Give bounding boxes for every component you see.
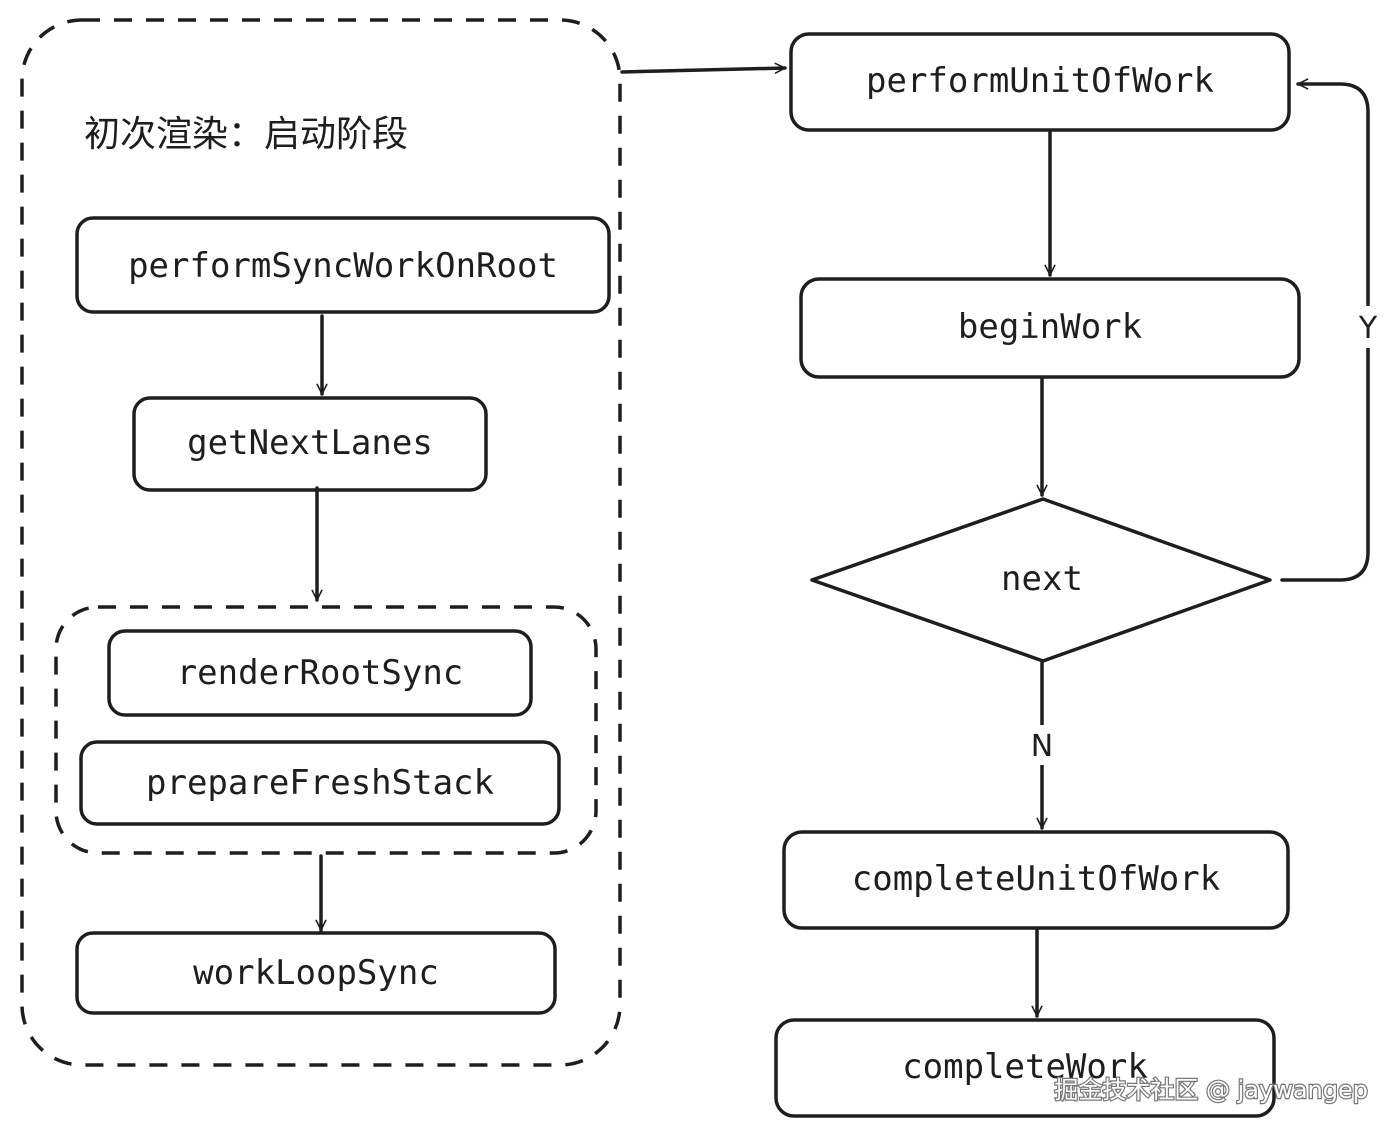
svg-text:workLoopSync: workLoopSync — [193, 953, 439, 993]
svg-text:performUnitOfWork: performUnitOfWork — [866, 61, 1214, 101]
node-complete-work: completeWork — [774, 1018, 1276, 1118]
edge-label-yes: Y — [1358, 311, 1378, 346]
node-perform-unit-of-work: performUnitOfWork — [789, 32, 1291, 132]
svg-text:renderRootSync: renderRootSync — [177, 653, 464, 693]
arrow-group-to-perform-unit-of-work — [620, 62, 787, 74]
node-begin-work: beginWork — [799, 277, 1301, 379]
edge-label-no: N — [1031, 729, 1053, 764]
svg-text:completeWork: completeWork — [902, 1047, 1148, 1087]
startup-phase-group — [20, 18, 622, 1067]
svg-text:getNextLanes: getNextLanes — [187, 423, 433, 463]
node-get-next-lanes: getNextLanes — [132, 396, 488, 492]
watermark: 掘金技术社区 @ jaywangep — [1054, 1076, 1368, 1104]
svg-text:beginWork: beginWork — [958, 307, 1142, 347]
render-root-group — [54, 605, 598, 855]
group-title: 初次渲染：启动阶段 — [84, 114, 408, 155]
node-complete-unit-of-work: completeUnitOfWork — [782, 830, 1290, 930]
edge-label-yes-bg — [1352, 306, 1384, 348]
svg-text:completeUnitOfWork: completeUnitOfWork — [852, 859, 1220, 899]
svg-text:prepareFreshStack: prepareFreshStack — [146, 763, 494, 803]
node-render-root-sync: renderRootSync — [107, 629, 533, 717]
node-work-loop-sync: workLoopSync — [75, 931, 557, 1015]
node-perform-sync-work-on-root: performSyncWorkOnRoot — [75, 216, 611, 314]
node-prepare-fresh-stack: prepareFreshStack — [79, 740, 561, 826]
svg-text:next: next — [1001, 559, 1083, 599]
decision-next: next — [810, 497, 1272, 663]
edge-label-no-bg — [1026, 725, 1058, 765]
svg-text:performSyncWorkOnRoot: performSyncWorkOnRoot — [128, 246, 558, 286]
